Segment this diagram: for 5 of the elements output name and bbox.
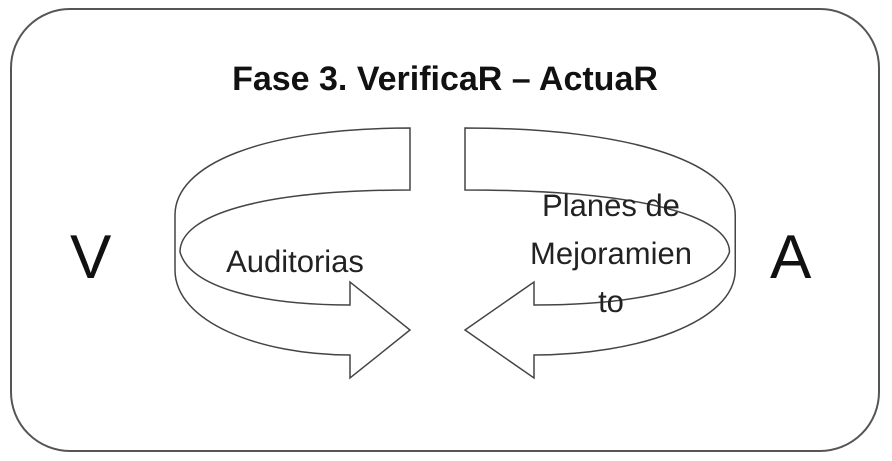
rounded-frame	[10, 8, 880, 452]
arrow-label: Auditorias	[225, 243, 365, 281]
title: Fase 3. VerificaR – ActuaR	[231, 60, 659, 99]
phase-letter: A	[770, 222, 812, 293]
phase-letter: V	[70, 222, 112, 293]
